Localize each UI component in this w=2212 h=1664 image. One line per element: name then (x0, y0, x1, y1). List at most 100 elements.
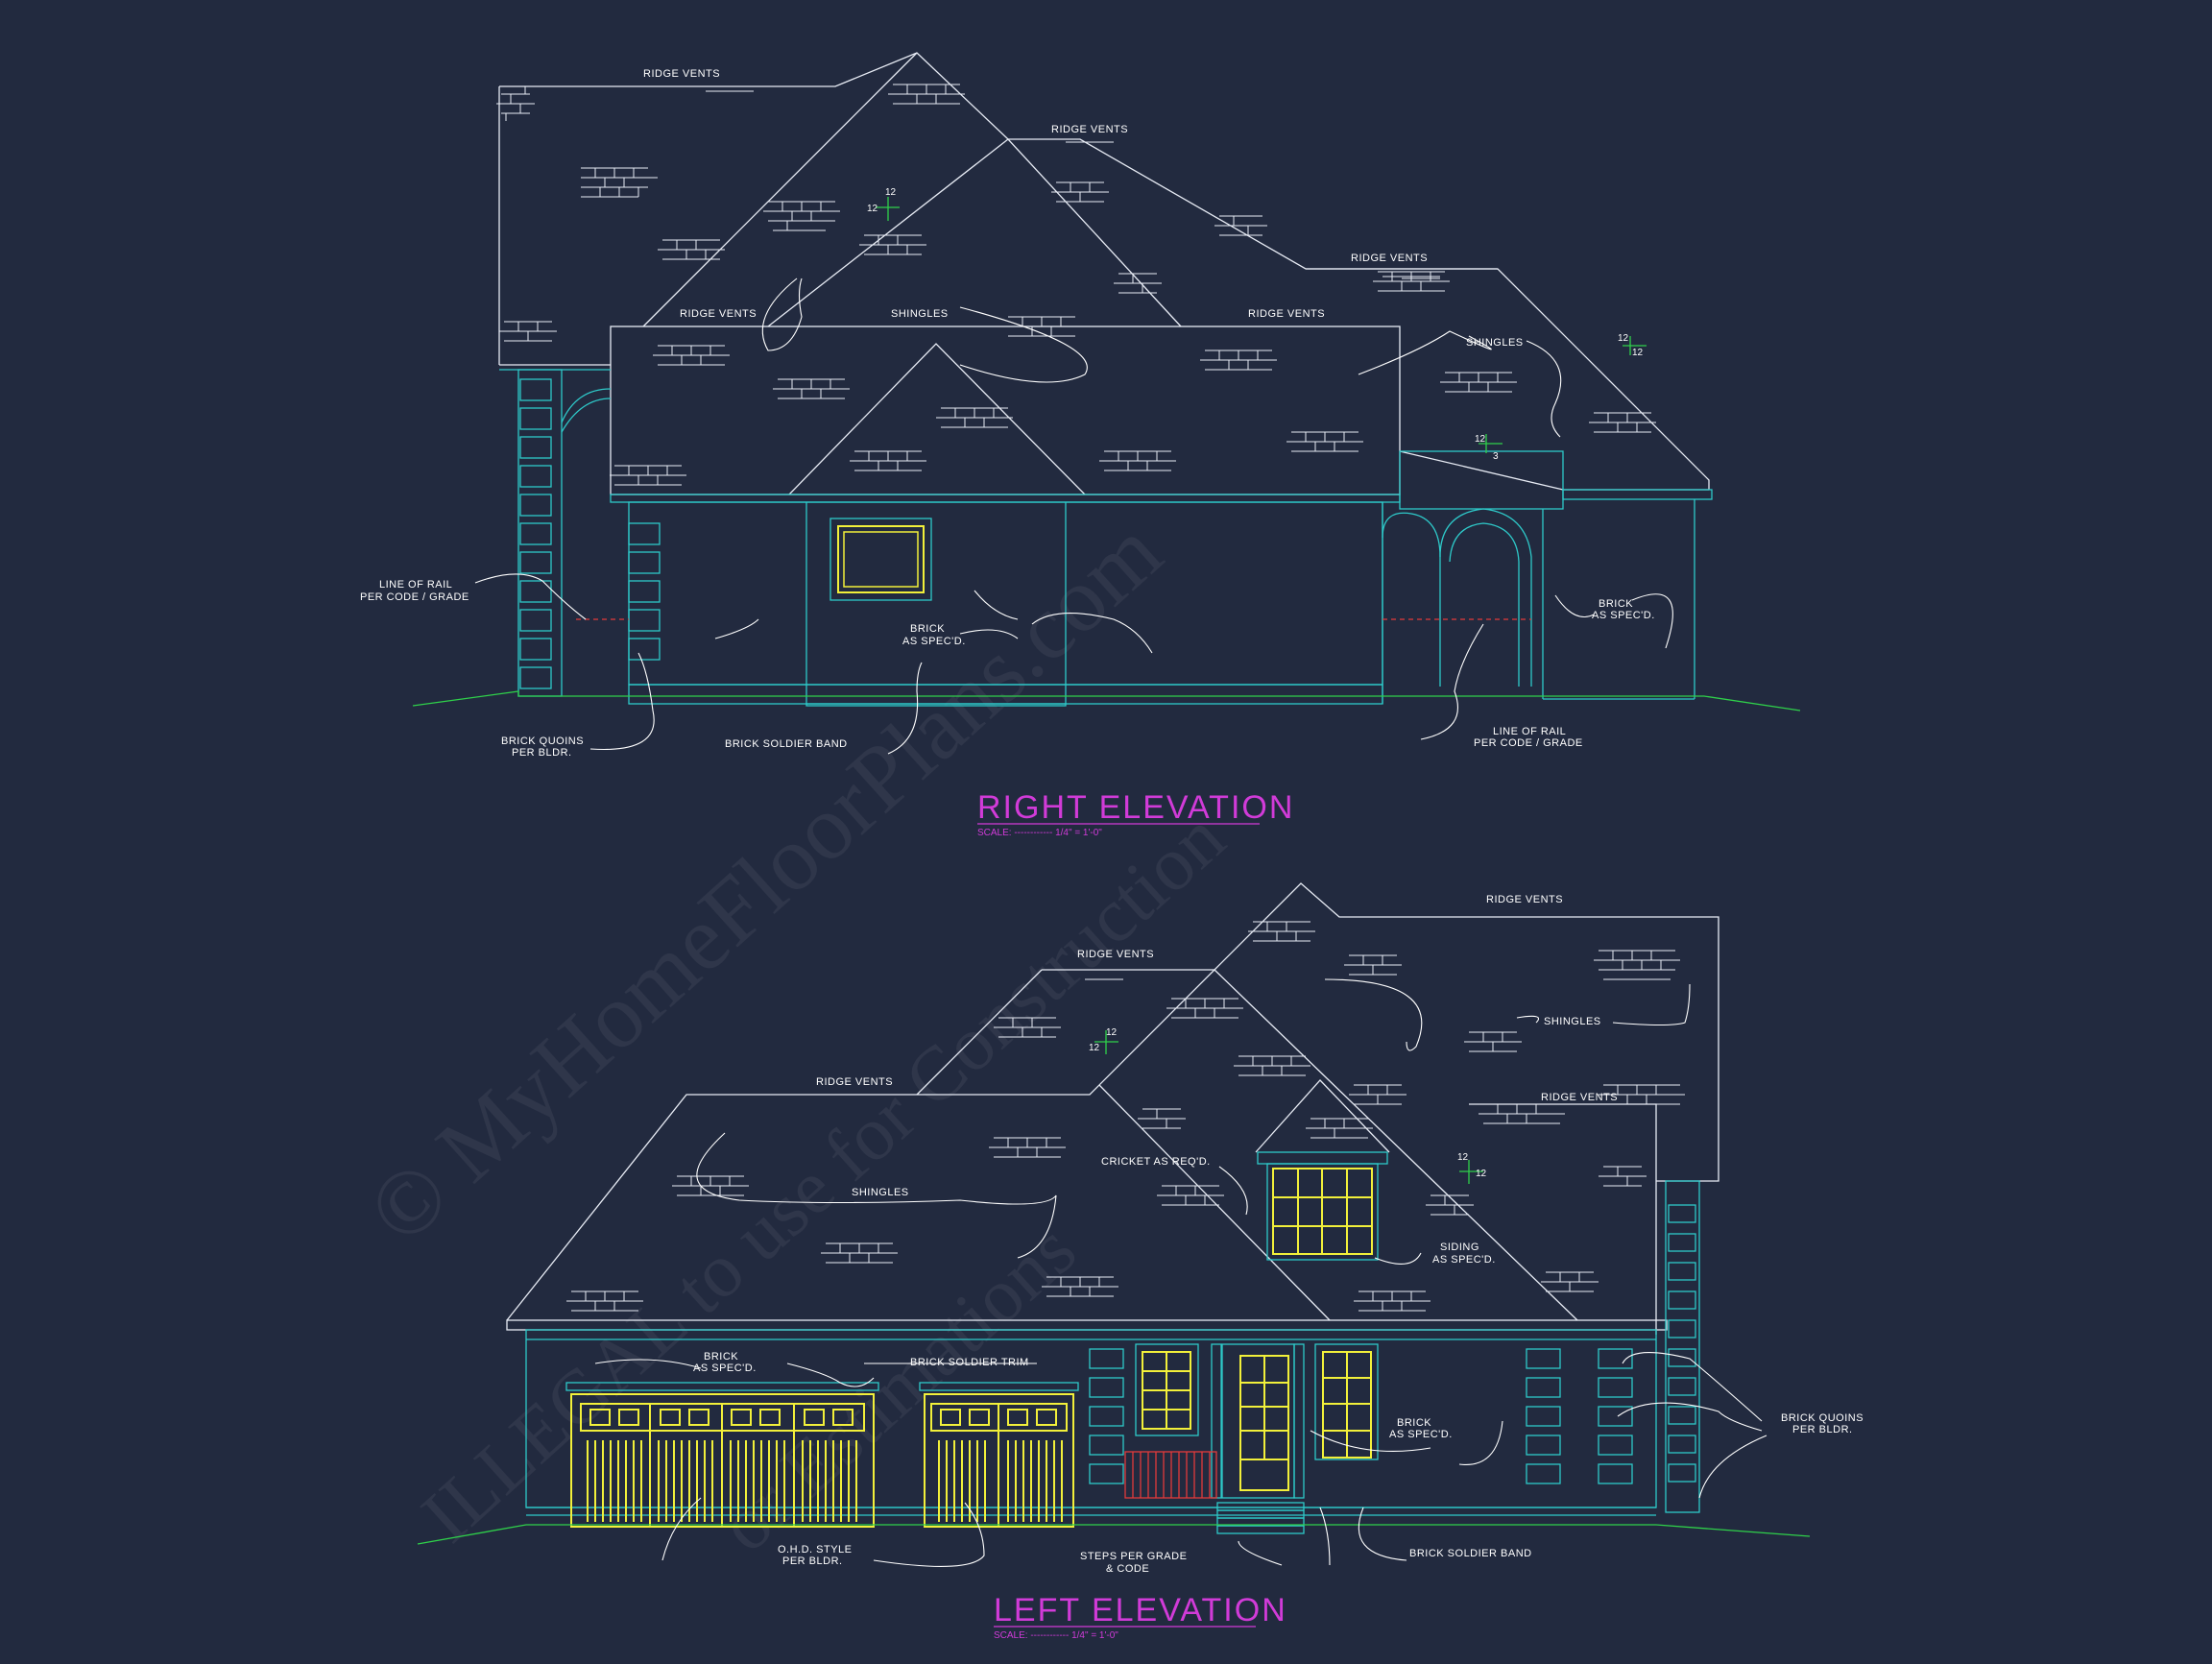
left-notes: RIDGE VENTS RIDGE VENTS RIDGE VENTS RIDG… (693, 894, 1863, 1575)
right-wing-wall (1665, 1180, 1700, 1513)
note-brick: BRICK (1397, 1417, 1431, 1429)
left-brick-hatches (566, 921, 1685, 1312)
right-hip-line (1214, 969, 1578, 1321)
note-steps-code: & CODE (1106, 1563, 1149, 1575)
note-shingles: SHINGLES (852, 1187, 909, 1198)
left-pitch-marks (1094, 1030, 1483, 1184)
note-line-of-rail-code: PER CODE / GRADE (1474, 737, 1583, 749)
right-wing-roof (1469, 1103, 1657, 1335)
side-window (1322, 1351, 1372, 1459)
note-brick: BRICK (910, 623, 945, 635)
note-ridge-vents: RIDGE VENTS (680, 308, 757, 320)
right-elevation-title: RIGHT ELEVATION (977, 789, 1294, 826)
center-hip (916, 969, 1043, 1096)
note-line-of-rail: LINE OF RAIL (379, 579, 452, 591)
left-leaders (594, 978, 1767, 1567)
note-per-bldr: PER BLDR. (1792, 1424, 1853, 1435)
base-line (805, 703, 1067, 707)
dormer-fascia (1257, 1151, 1388, 1165)
note-brick-spec: AS SPEC'D. (693, 1363, 757, 1374)
entry-column-2 (1293, 1343, 1305, 1499)
note-siding: SIDING (1440, 1242, 1479, 1253)
left-arch-inner (561, 398, 612, 433)
entry-door-frame (1221, 1343, 1295, 1499)
pitch-label: 12 (1106, 1027, 1118, 1038)
note-brick-soldier-band: BRICK SOLDIER BAND (1409, 1548, 1532, 1559)
left-title-block: LEFT ELEVATION SCALE: ------------ 1/4" … (994, 1592, 1287, 1641)
left-quoins (1089, 1204, 1696, 1484)
left-arch (561, 388, 612, 423)
pitch-label: 12 (867, 204, 878, 214)
left-openings (570, 1168, 1373, 1528)
dormer-window (1272, 1168, 1373, 1255)
right-roof (498, 52, 1710, 495)
center-gable (642, 52, 918, 327)
dormer-roof (1255, 1079, 1390, 1153)
right-grade-line (412, 690, 1801, 711)
left-hip-outline (499, 52, 1710, 490)
note-shingles: SHINGLES (1466, 337, 1524, 349)
note-shingles: SHINGLES (1544, 1016, 1601, 1027)
note-per-bldr: PER BLDR. (512, 747, 572, 759)
right-notes: RIDGE VENTS RIDGE VENTS RIDGE VENTS RIDG… (360, 68, 1655, 759)
right-arch-2 (1439, 508, 1532, 687)
left-walls (525, 1151, 1700, 1534)
right-brick-hatches (496, 84, 1656, 486)
right-hip (1399, 450, 1709, 491)
garage-door-single (924, 1393, 1074, 1528)
inner-gable (767, 138, 1182, 327)
pitch-label: 12 (1475, 434, 1486, 445)
note-line-of-rail-code: PER CODE / GRADE (360, 591, 469, 603)
note-siding-spec: AS SPEC'D. (1432, 1254, 1496, 1266)
pitch-label: 3 (1493, 451, 1499, 462)
main-wall (525, 1329, 1657, 1508)
note-brick-soldier-trim: BRICK SOLDIER TRIM (910, 1357, 1029, 1368)
garage-lintel-2 (919, 1382, 1079, 1391)
left-elevation-title: LEFT ELEVATION (994, 1592, 1287, 1628)
porch-railing (1124, 1451, 1217, 1499)
note-cricket: CRICKET AS REQ'D. (1101, 1156, 1211, 1168)
left-column (517, 369, 563, 697)
note-brick: BRICK (704, 1351, 738, 1363)
pitch-label: 12 (1618, 333, 1629, 344)
note-ridge-vents: RIDGE VENTS (1051, 124, 1128, 135)
pitch-label: 12 (1476, 1169, 1487, 1179)
right-quoins-left (519, 378, 552, 689)
note-brick-spec: AS SPEC'D. (1592, 610, 1655, 621)
pitch-label: 12 (1457, 1152, 1469, 1163)
side-window-frame (1314, 1343, 1379, 1460)
note-ridge-vents: RIDGE VENTS (1486, 894, 1563, 905)
right-leaders (474, 277, 1673, 755)
right-fascia (499, 369, 1713, 510)
note-ridge-vents: RIDGE VENTS (643, 68, 720, 80)
valley-line (1098, 1084, 1331, 1321)
note-brick-spec: AS SPEC'D. (1389, 1429, 1453, 1440)
pitch-label: 12 (885, 187, 897, 198)
main-fascia (610, 494, 1401, 503)
right-arch-2-inner (1449, 522, 1520, 687)
note-brick: BRICK (1599, 598, 1633, 610)
note-brick-quoins: BRICK QUOINS (501, 736, 584, 747)
left-grade-line (417, 1524, 1811, 1545)
left-elevation: RIDGE VENTS RIDGE VENTS RIDGE VENTS RIDG… (417, 882, 1863, 1641)
dormer-body (1266, 1163, 1379, 1261)
garage-lintel-1 (565, 1382, 879, 1391)
note-ridge-vents: RIDGE VENTS (1077, 949, 1154, 960)
garage-door-double (570, 1393, 875, 1528)
note-ridge-vents: RIDGE VENTS (1541, 1092, 1618, 1103)
note-shingles: SHINGLES (891, 308, 949, 320)
right-low-roof-band (1399, 450, 1564, 510)
right-elevation: RIDGE VENTS RIDGE VENTS RIDGE VENTS RIDG… (360, 52, 1801, 838)
right-title-block: RIGHT ELEVATION SCALE: ------------ 1/4"… (977, 789, 1294, 838)
note-ohd-style: O.H.D. STYLE (778, 1544, 853, 1555)
note-steps: STEPS PER GRADE (1080, 1551, 1187, 1562)
entry-window-frame (1135, 1343, 1199, 1436)
left-elevation-scale: SCALE: ------------ 1/4" = 1'-0" (994, 1630, 1118, 1641)
right-elevation-scale: SCALE: ------------ 1/4" = 1'-0" (977, 828, 1102, 838)
note-line-of-rail: LINE OF RAIL (1493, 726, 1566, 737)
main-roof-plane (610, 326, 1401, 495)
small-gable (788, 343, 1086, 495)
right-pitch-marks (876, 197, 1647, 453)
